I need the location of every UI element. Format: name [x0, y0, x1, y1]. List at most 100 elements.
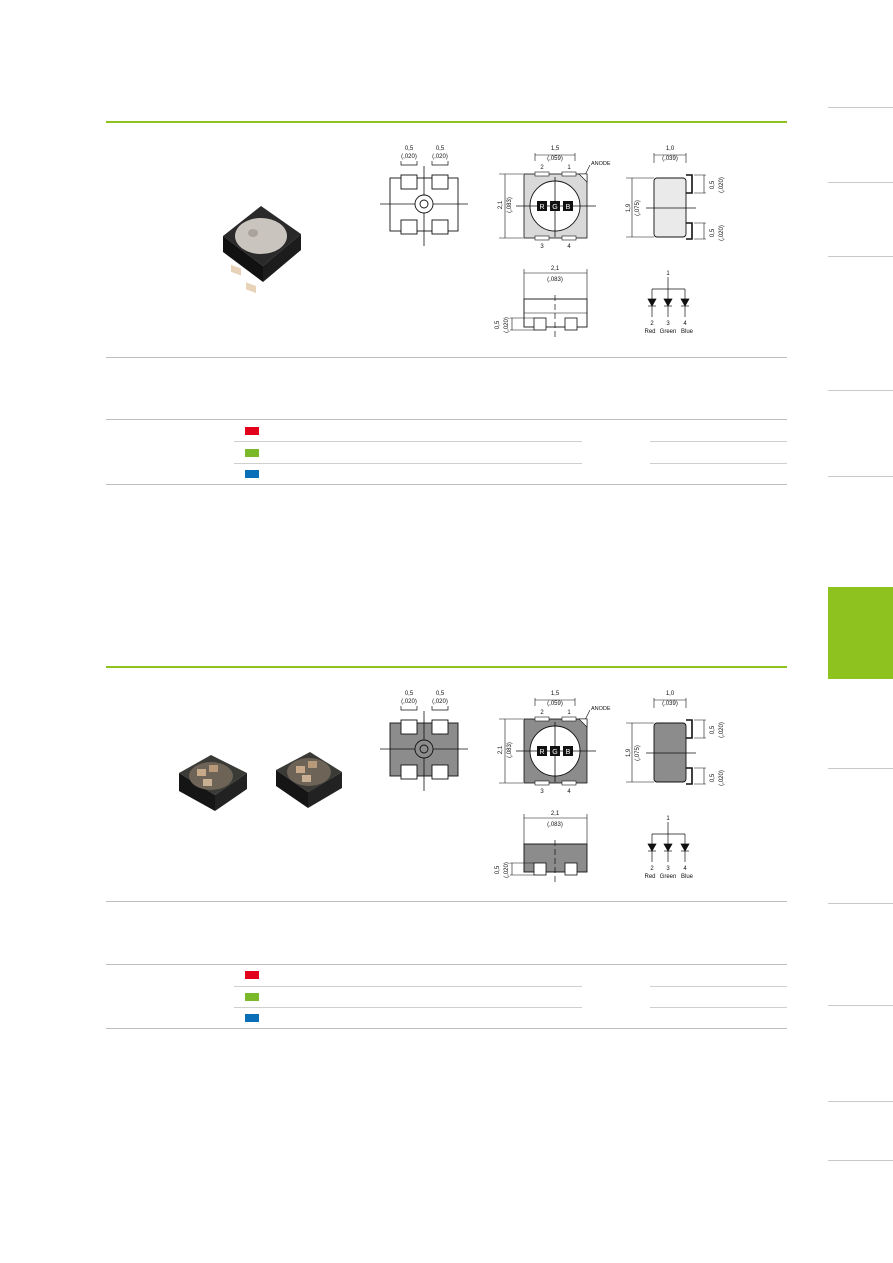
sch-green-pin: 3 [666, 866, 670, 872]
side-tab-active[interactable] [828, 587, 893, 679]
top-view-drawing: 1,5 (,059) ANODE 2,1 (,083) 2 1 3 4 R G … [498, 146, 611, 250]
sch-blue-label: Blue [681, 329, 694, 335]
dim-top-width-in: (,059) [547, 156, 563, 162]
side-tab-divider-9 [828, 1101, 893, 1102]
pin-3-label: 3 [540, 244, 544, 250]
row-rule-red-right [650, 986, 787, 987]
dim-top-width: 1,5 [551, 691, 560, 697]
sch-red-label: Red [644, 329, 655, 335]
side-tab-divider-10 [828, 1160, 893, 1161]
pin-2-label: 2 [540, 165, 544, 171]
dim-side-height: 1,9 [626, 203, 632, 212]
dim-side-pad-top-in: (,020) [719, 177, 725, 193]
section-2-bottom-rule [106, 1028, 787, 1029]
section-1-table-rule [106, 419, 787, 420]
dim-side-width-in: (,039) [662, 701, 678, 707]
side-view-drawing-2: 1,0 (,039) 1,9 (,075) 0,5 (,020) 0,5 (,0… [626, 691, 725, 786]
green-swatch [245, 449, 259, 457]
dim-side-pad-top-in: (,020) [719, 722, 725, 738]
sch-blue-label: Blue [681, 874, 694, 880]
footprint-drawing: 0,5 (,020) 0,5 (,020) [380, 146, 468, 246]
row-rule-green [234, 1007, 582, 1008]
dim-side-pad-top: 0,5 [710, 725, 716, 734]
dim-pad-right: 0,5 [436, 691, 445, 697]
pin-1-label: 1 [567, 165, 571, 171]
dim-pad-right-in: (,020) [432, 154, 448, 160]
front-view-drawing: 2,1 (,083) 0,5 (,020) [495, 266, 588, 339]
side-tab-divider-2 [828, 182, 893, 183]
dim-side-pad-bottom: 0,5 [710, 773, 716, 782]
side-tab-divider-3 [828, 256, 893, 257]
sch-green-pin: 3 [666, 321, 670, 327]
led-package-photo-angled [276, 752, 342, 808]
dim-side-pad-top: 0,5 [710, 180, 716, 189]
dim-pad-right: 0,5 [436, 146, 445, 152]
section-2-top-rule [106, 666, 787, 668]
pin-3-label: 3 [540, 789, 544, 795]
chip-b-label: B [566, 204, 571, 211]
pin-4-label: 4 [567, 244, 571, 250]
anode-label: ANODE [591, 706, 611, 712]
pin-2-label: 2 [540, 710, 544, 716]
dim-top-width-in: (,059) [547, 701, 563, 707]
sch-green-label: Green [660, 874, 677, 880]
pin-4-label: 4 [567, 789, 571, 795]
side-tab-divider-7 [828, 903, 893, 904]
sch-blue-pin: 4 [683, 866, 687, 872]
front-view-drawing-2: 2,1 (,083) 0,5 (,020) [495, 811, 588, 884]
dim-pad-left-in: (,020) [401, 699, 417, 705]
pin-schematic: 1 2 3 4 Red Green Blue [644, 271, 694, 335]
side-tab-divider-4 [828, 390, 893, 391]
side-view-drawing: 1,0 (,039) 1,9 (,075) 0,5 (,020) 0,5 (,0… [626, 146, 725, 241]
pin-1-label: 1 [567, 710, 571, 716]
dim-pad-left: 0,5 [405, 691, 414, 697]
sch-common-pin: 1 [666, 816, 670, 822]
sch-red-pin: 2 [650, 866, 654, 872]
sch-blue-pin: 4 [683, 321, 687, 327]
section-1-bottom-rule [106, 484, 787, 485]
dim-side-pad-bottom-in: (,020) [719, 770, 725, 786]
dim-top-width: 1,5 [551, 146, 560, 152]
red-swatch [245, 971, 259, 979]
sch-green-label: Green [660, 329, 677, 335]
dim-height-in: (,083) [507, 742, 513, 758]
row-rule-green-right [650, 463, 787, 464]
anode-label: ANODE [591, 161, 611, 167]
dim-front-width: 2,1 [551, 811, 560, 817]
dim-height-in: (,083) [507, 197, 513, 213]
product-section-1: 0,5 (,020) 0,5 (,020) 1,5 (,059) ANODE 2… [106, 121, 787, 486]
row-rule-red-right [650, 441, 787, 442]
red-swatch [245, 427, 259, 435]
row-rule-green [234, 463, 582, 464]
dim-height: 2,1 [498, 745, 504, 754]
section-2-drawing-rule [106, 901, 787, 902]
sch-common-pin: 1 [666, 271, 670, 277]
led-package-photo-front [179, 755, 247, 811]
section-2-table-rule [106, 964, 787, 965]
dim-pad-right-in: (,020) [432, 699, 448, 705]
dim-side-pad-bottom: 0,5 [710, 228, 716, 237]
dim-side-width: 1,0 [666, 146, 675, 152]
dim-front-width: 2,1 [551, 266, 560, 272]
chip-g-label: G [552, 204, 557, 211]
product-section-2: 0,5 (,020) 0,5 (,020) 1,5 (,059) ANODE 2… [106, 666, 787, 1031]
side-tab-divider-6 [828, 768, 893, 769]
dim-side-height-in: (,075) [635, 200, 641, 216]
dim-side-width-in: (,039) [662, 156, 678, 162]
dim-front-pad: 0,5 [495, 865, 501, 874]
dim-front-pad-in: (,020) [504, 862, 510, 878]
dim-front-pad-in: (,020) [504, 317, 510, 333]
chip-r-label: R [539, 749, 544, 756]
section-1-top-rule [106, 121, 787, 123]
led-package-photo [223, 206, 301, 294]
chip-g-label: G [552, 749, 557, 756]
dim-side-height: 1,9 [626, 748, 632, 757]
pin-schematic-2: 1 2 3 4 Red Green Blue [644, 816, 694, 880]
dim-front-width-in: (,083) [547, 822, 563, 828]
blue-swatch [245, 1014, 259, 1022]
side-tab-divider-8 [828, 1005, 893, 1006]
dim-front-pad: 0,5 [495, 320, 501, 329]
blue-swatch [245, 470, 259, 478]
chip-b-label: B [566, 749, 571, 756]
dim-pad-left-in: (,020) [401, 154, 417, 160]
